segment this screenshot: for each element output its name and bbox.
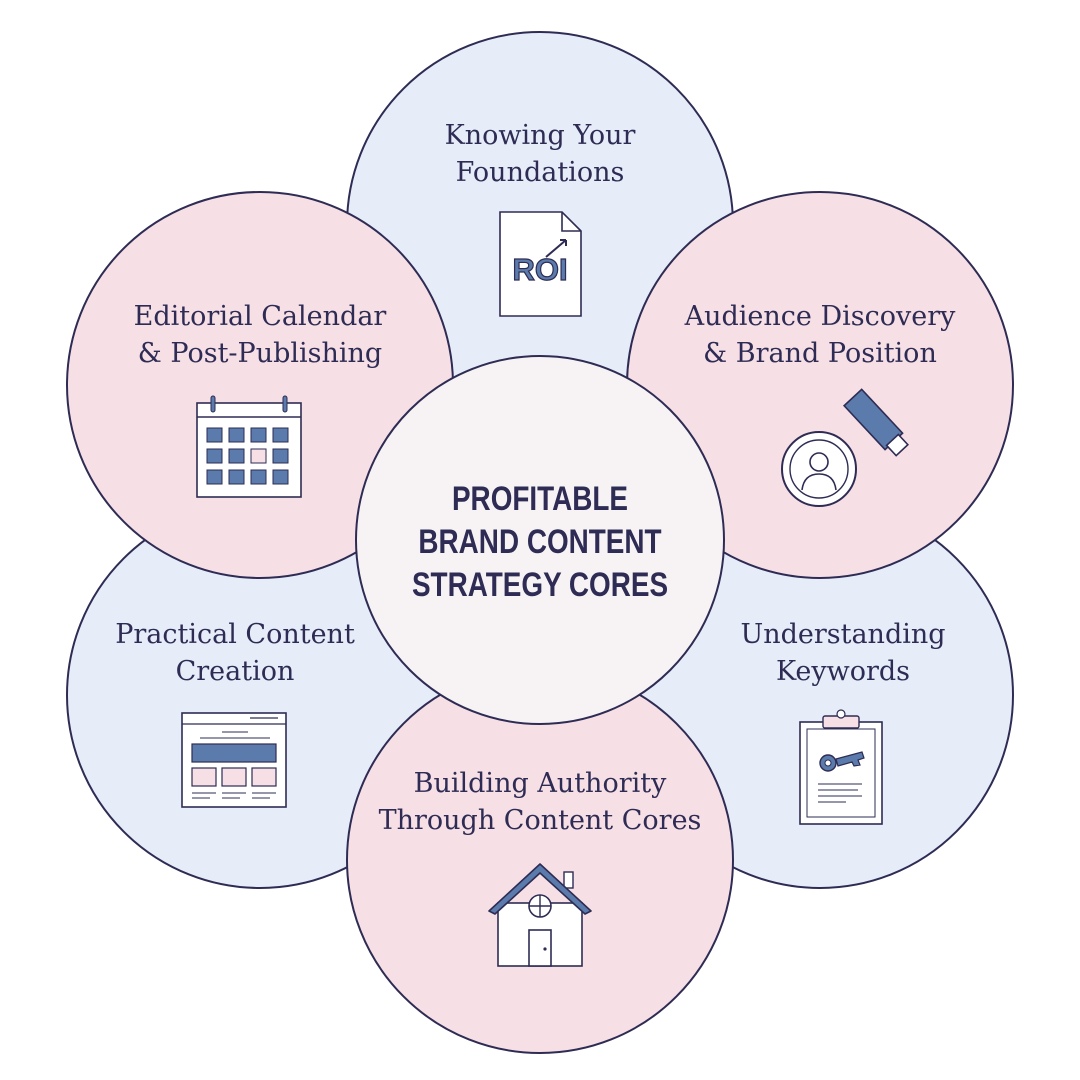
label-understanding-keywords: Understanding Keywords xyxy=(740,619,946,687)
svg-text:ROI: ROI xyxy=(512,252,567,287)
label-building-authority: Building Authority Through Content Cores xyxy=(378,768,702,836)
label-knowing-foundations: Knowing Your Foundations xyxy=(444,120,636,188)
roi-document-icon: ROI xyxy=(499,211,582,317)
calendar-icon xyxy=(196,395,302,498)
center-circle xyxy=(355,355,725,725)
center-title: PROFITABLE BRAND CONTENT STRATEGY CORES xyxy=(411,480,669,604)
label-practical-content-creation: Practical Content Creation xyxy=(115,619,355,687)
clipboard-key-icon xyxy=(799,709,883,825)
webpage-layout-icon xyxy=(181,712,287,808)
label-editorial-calendar: Editorial Calendar & Post-Publishing xyxy=(133,301,387,369)
house-icon xyxy=(488,863,592,967)
label-audience-discovery: Audience Discovery & Brand Position xyxy=(684,301,956,369)
magnifying-glass-person-icon xyxy=(781,388,909,507)
